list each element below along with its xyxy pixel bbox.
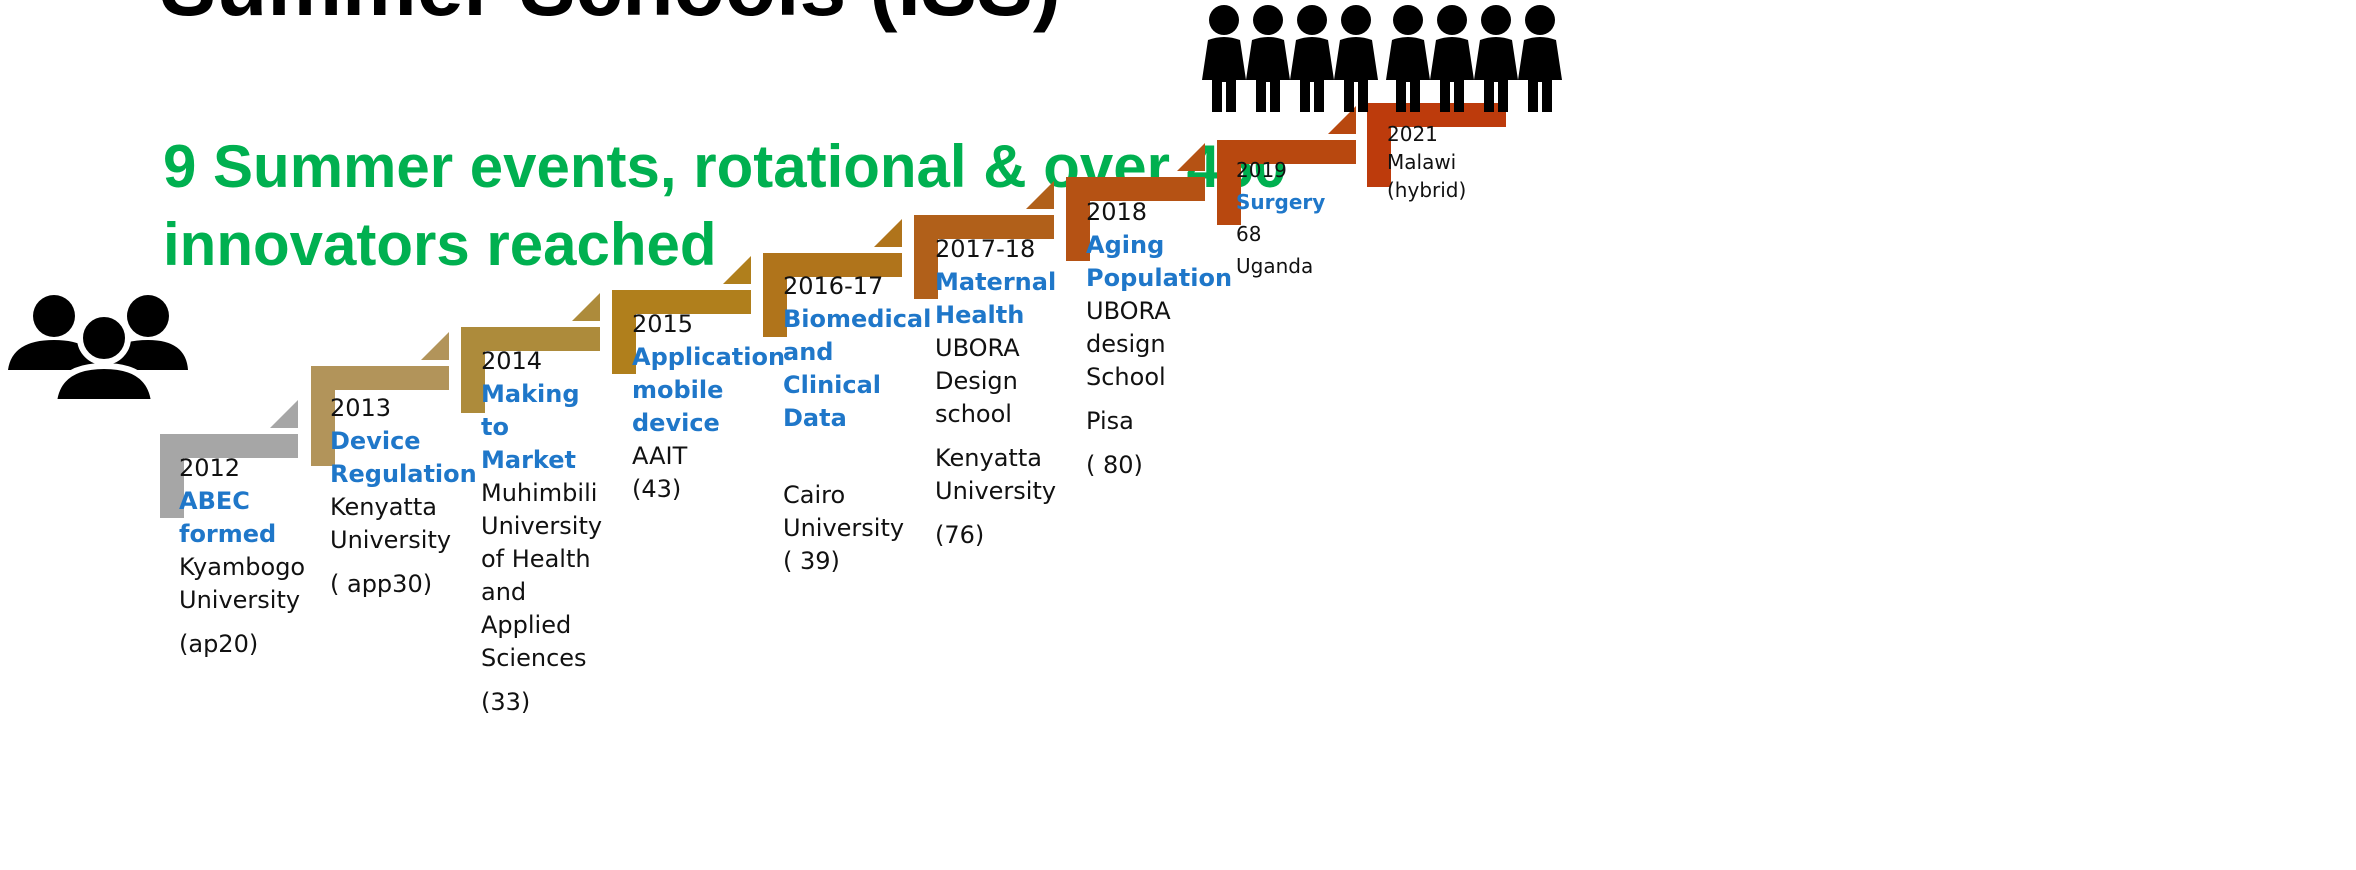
step-detail: UBORA Design school	[935, 334, 1020, 428]
step-detail: UBORA design School	[1086, 297, 1171, 391]
step-detail: (43)	[632, 475, 682, 503]
step-theme: Making to Market	[481, 380, 580, 474]
step-tread	[612, 290, 751, 314]
step-year: 2016-17	[783, 272, 884, 300]
step-year: 2015	[632, 310, 694, 338]
step-theme: ABEC formed	[179, 487, 277, 548]
crowd-people-icon	[1202, 5, 1562, 112]
step-arrow-tip	[874, 219, 902, 247]
step-detail: (ap20)	[179, 630, 259, 658]
step-detail: ( 80)	[1086, 451, 1143, 479]
step-theme: Surgery	[1236, 190, 1326, 214]
step-detail: (76)	[935, 521, 985, 549]
step-arrow-tip	[1177, 143, 1205, 171]
step-year: 2013	[330, 394, 392, 422]
step-tread	[461, 327, 600, 351]
step-tread	[1217, 140, 1356, 164]
step-tread	[1367, 103, 1506, 127]
page-subtitle: 9 Summer events, rotational & over 450 i…	[163, 133, 1287, 278]
page-title: Summer Schools (ISS)	[160, 0, 1061, 35]
step-arrow-tip	[270, 400, 298, 428]
step-detail: 68	[1236, 222, 1262, 246]
step-theme: Maternal Health	[935, 268, 1057, 329]
step-year: 2019	[1236, 158, 1287, 182]
step-arrow-tip	[572, 293, 600, 321]
step-theme-suffix: AAIT	[632, 442, 688, 470]
step-tread	[160, 434, 298, 458]
step-tread	[1066, 177, 1205, 201]
step-detail: Kyambogo University	[179, 553, 306, 614]
group-people-icon	[8, 295, 188, 402]
step-theme: Device Regulation	[330, 427, 477, 488]
step-detail: Kenyatta University	[935, 444, 1057, 505]
step-year: 2017-18	[935, 235, 1036, 263]
step-year: 2012	[179, 454, 241, 482]
step-detail: Uganda	[1236, 254, 1314, 278]
step-tread	[763, 253, 902, 277]
step-theme: Biomedical and Clinical Data	[783, 305, 932, 432]
step-detail: Muhimbili University of Health and Appli…	[481, 479, 603, 672]
step-year: 2018	[1086, 198, 1148, 226]
step-arrow-tip	[421, 332, 449, 360]
step-tread	[311, 366, 449, 390]
step-detail: Pisa	[1086, 407, 1134, 435]
step-detail	[783, 435, 911, 468]
step-arrow-tip	[1026, 181, 1054, 209]
step-tread	[914, 215, 1054, 239]
step-theme: Application mobile device AAIT	[632, 343, 786, 470]
step-theme: Aging Population	[1086, 231, 1233, 292]
step-year: 2014	[481, 347, 543, 375]
step-detail: (33)	[481, 688, 531, 716]
step-9-text: 2021 Malawi (hybrid)	[1387, 120, 1497, 208]
step-detail: Kenyatta University	[330, 493, 452, 554]
step-arrow-tip	[723, 256, 751, 284]
step-detail: ( app30)	[330, 570, 433, 598]
step-year: 2021 Malawi (hybrid)	[1387, 122, 1467, 202]
step-detail: Cairo University ( 39)	[783, 481, 905, 575]
